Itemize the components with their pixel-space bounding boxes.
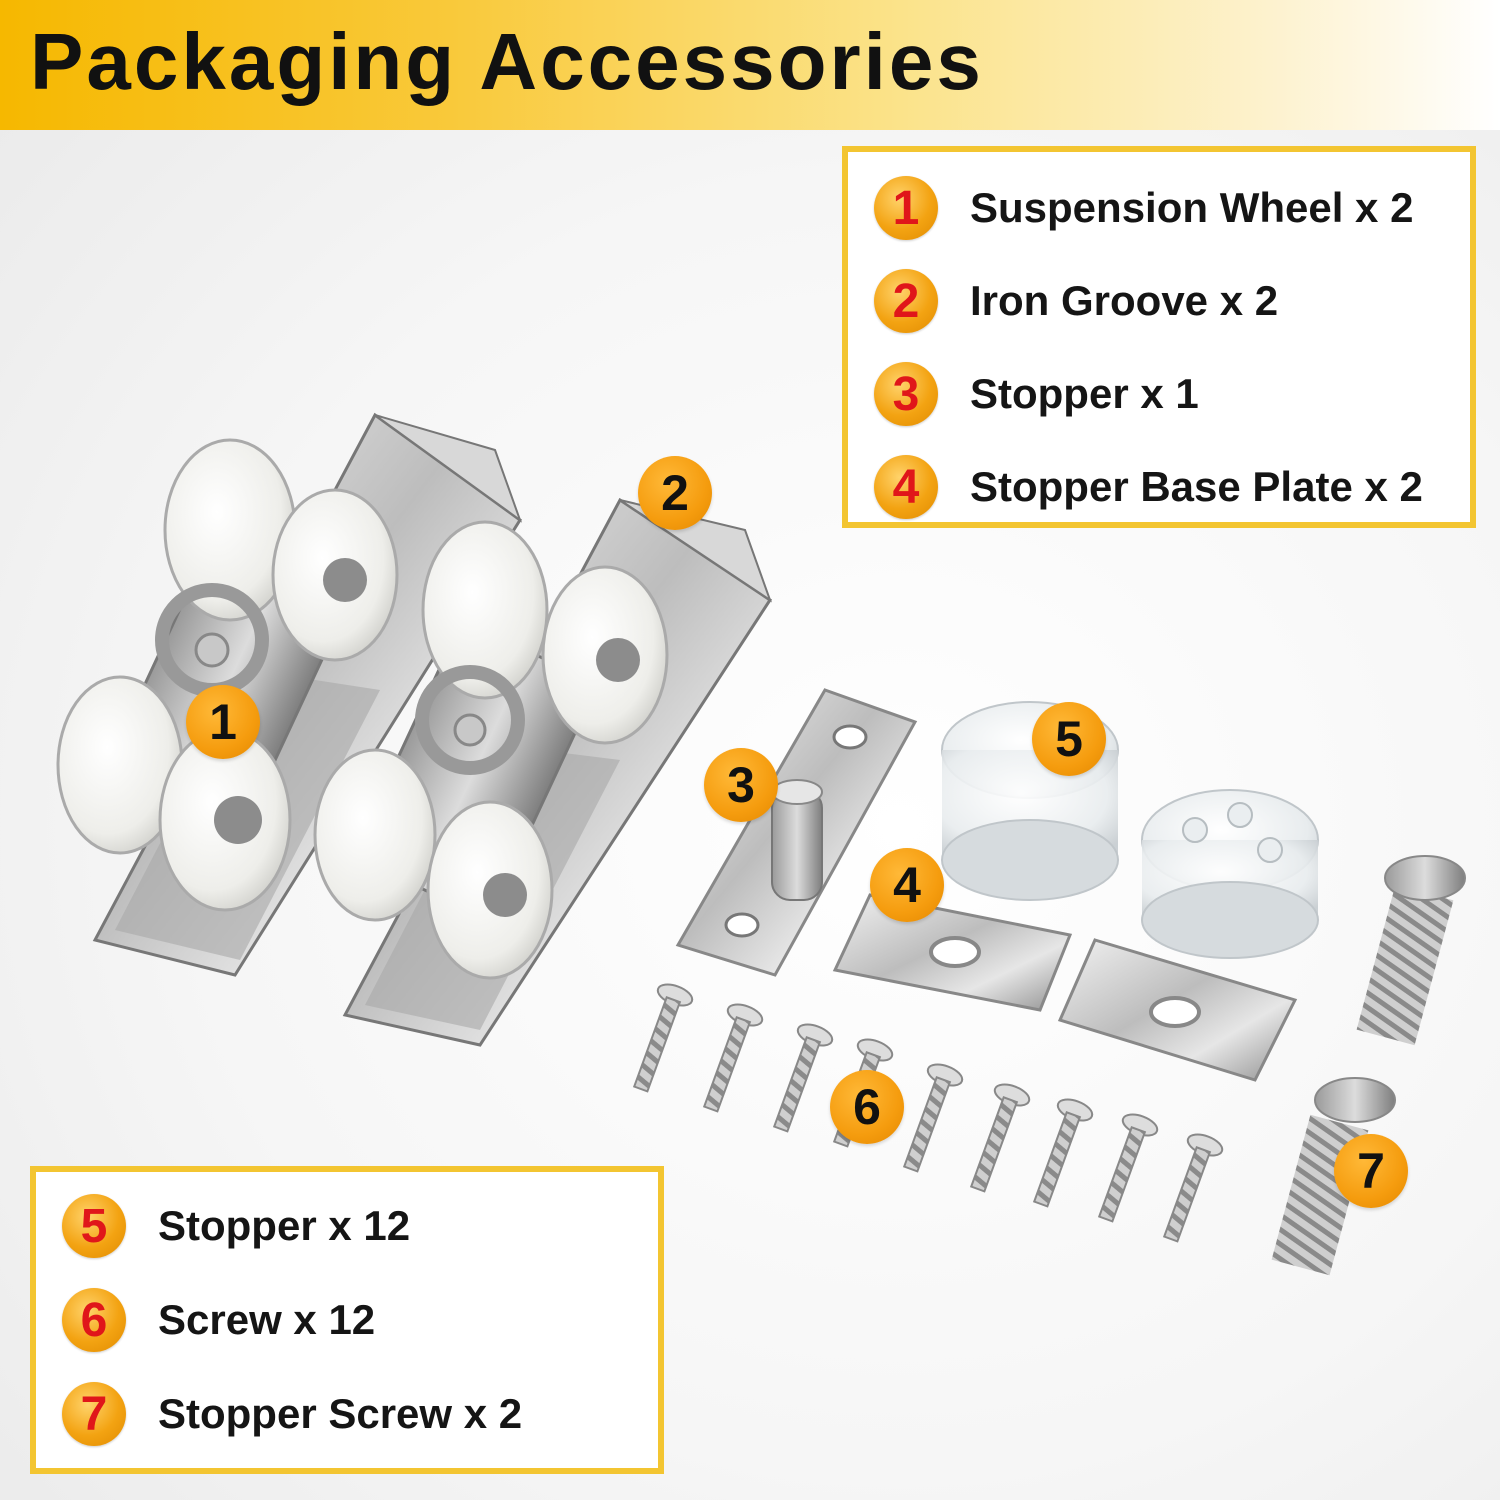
legend-label: Suspension Wheel x 2 bbox=[970, 184, 1414, 231]
suspension-wheel-right bbox=[313, 520, 669, 980]
legend-item: 5 Stopper x 12 bbox=[62, 1194, 410, 1258]
callout-4: 4 bbox=[870, 848, 944, 922]
number-badge: 4 bbox=[874, 455, 938, 519]
legend-label: Screw x 12 bbox=[158, 1296, 376, 1343]
legend-label: Stopper x 12 bbox=[158, 1202, 411, 1249]
wood-screws bbox=[632, 983, 1224, 1243]
clear-stoppers bbox=[941, 701, 1319, 959]
stopper-plate bbox=[675, 688, 918, 977]
number-badge: 6 bbox=[62, 1288, 126, 1352]
stopper-base-plates bbox=[832, 893, 1298, 1082]
legend-label: Stopper x 1 bbox=[970, 370, 1199, 417]
legend-box-bottom: 5 Stopper x 12 6 Screw x 12 7 Stopper Sc… bbox=[30, 1166, 664, 1474]
legend-label: Iron Groove x 2 bbox=[970, 277, 1279, 324]
callout-1: 1 bbox=[186, 685, 260, 759]
header-banner: Packaging Accessories bbox=[0, 0, 1500, 130]
legend-item: 6 Screw x 12 bbox=[62, 1288, 375, 1352]
legend-box-top: 1 Suspension Wheel x 2 2 Iron Groove x 2… bbox=[842, 146, 1476, 528]
number-badge: 2 bbox=[874, 269, 938, 333]
legend-label: Stopper Screw x 2 bbox=[158, 1390, 523, 1437]
legend-item: 4 Stopper Base Plate x 2 bbox=[874, 455, 1423, 519]
callout-7: 7 bbox=[1334, 1134, 1408, 1208]
number-badge: 3 bbox=[874, 362, 938, 426]
legend-item: 1 Suspension Wheel x 2 bbox=[874, 176, 1413, 240]
legend-item: 7 Stopper Screw x 2 bbox=[62, 1382, 522, 1446]
number-badge: 7 bbox=[62, 1382, 126, 1446]
callout-5: 5 bbox=[1032, 702, 1106, 776]
legend-item: 2 Iron Groove x 2 bbox=[874, 269, 1278, 333]
number-badge: 1 bbox=[874, 176, 938, 240]
number-badge: 5 bbox=[62, 1194, 126, 1258]
callout-6: 6 bbox=[830, 1070, 904, 1144]
legend-item: 3 Stopper x 1 bbox=[874, 362, 1199, 426]
callout-2: 2 bbox=[638, 456, 712, 530]
legend-label: Stopper Base Plate x 2 bbox=[970, 463, 1423, 510]
page-title: Packaging Accessories bbox=[30, 17, 984, 106]
callout-3: 3 bbox=[704, 748, 778, 822]
